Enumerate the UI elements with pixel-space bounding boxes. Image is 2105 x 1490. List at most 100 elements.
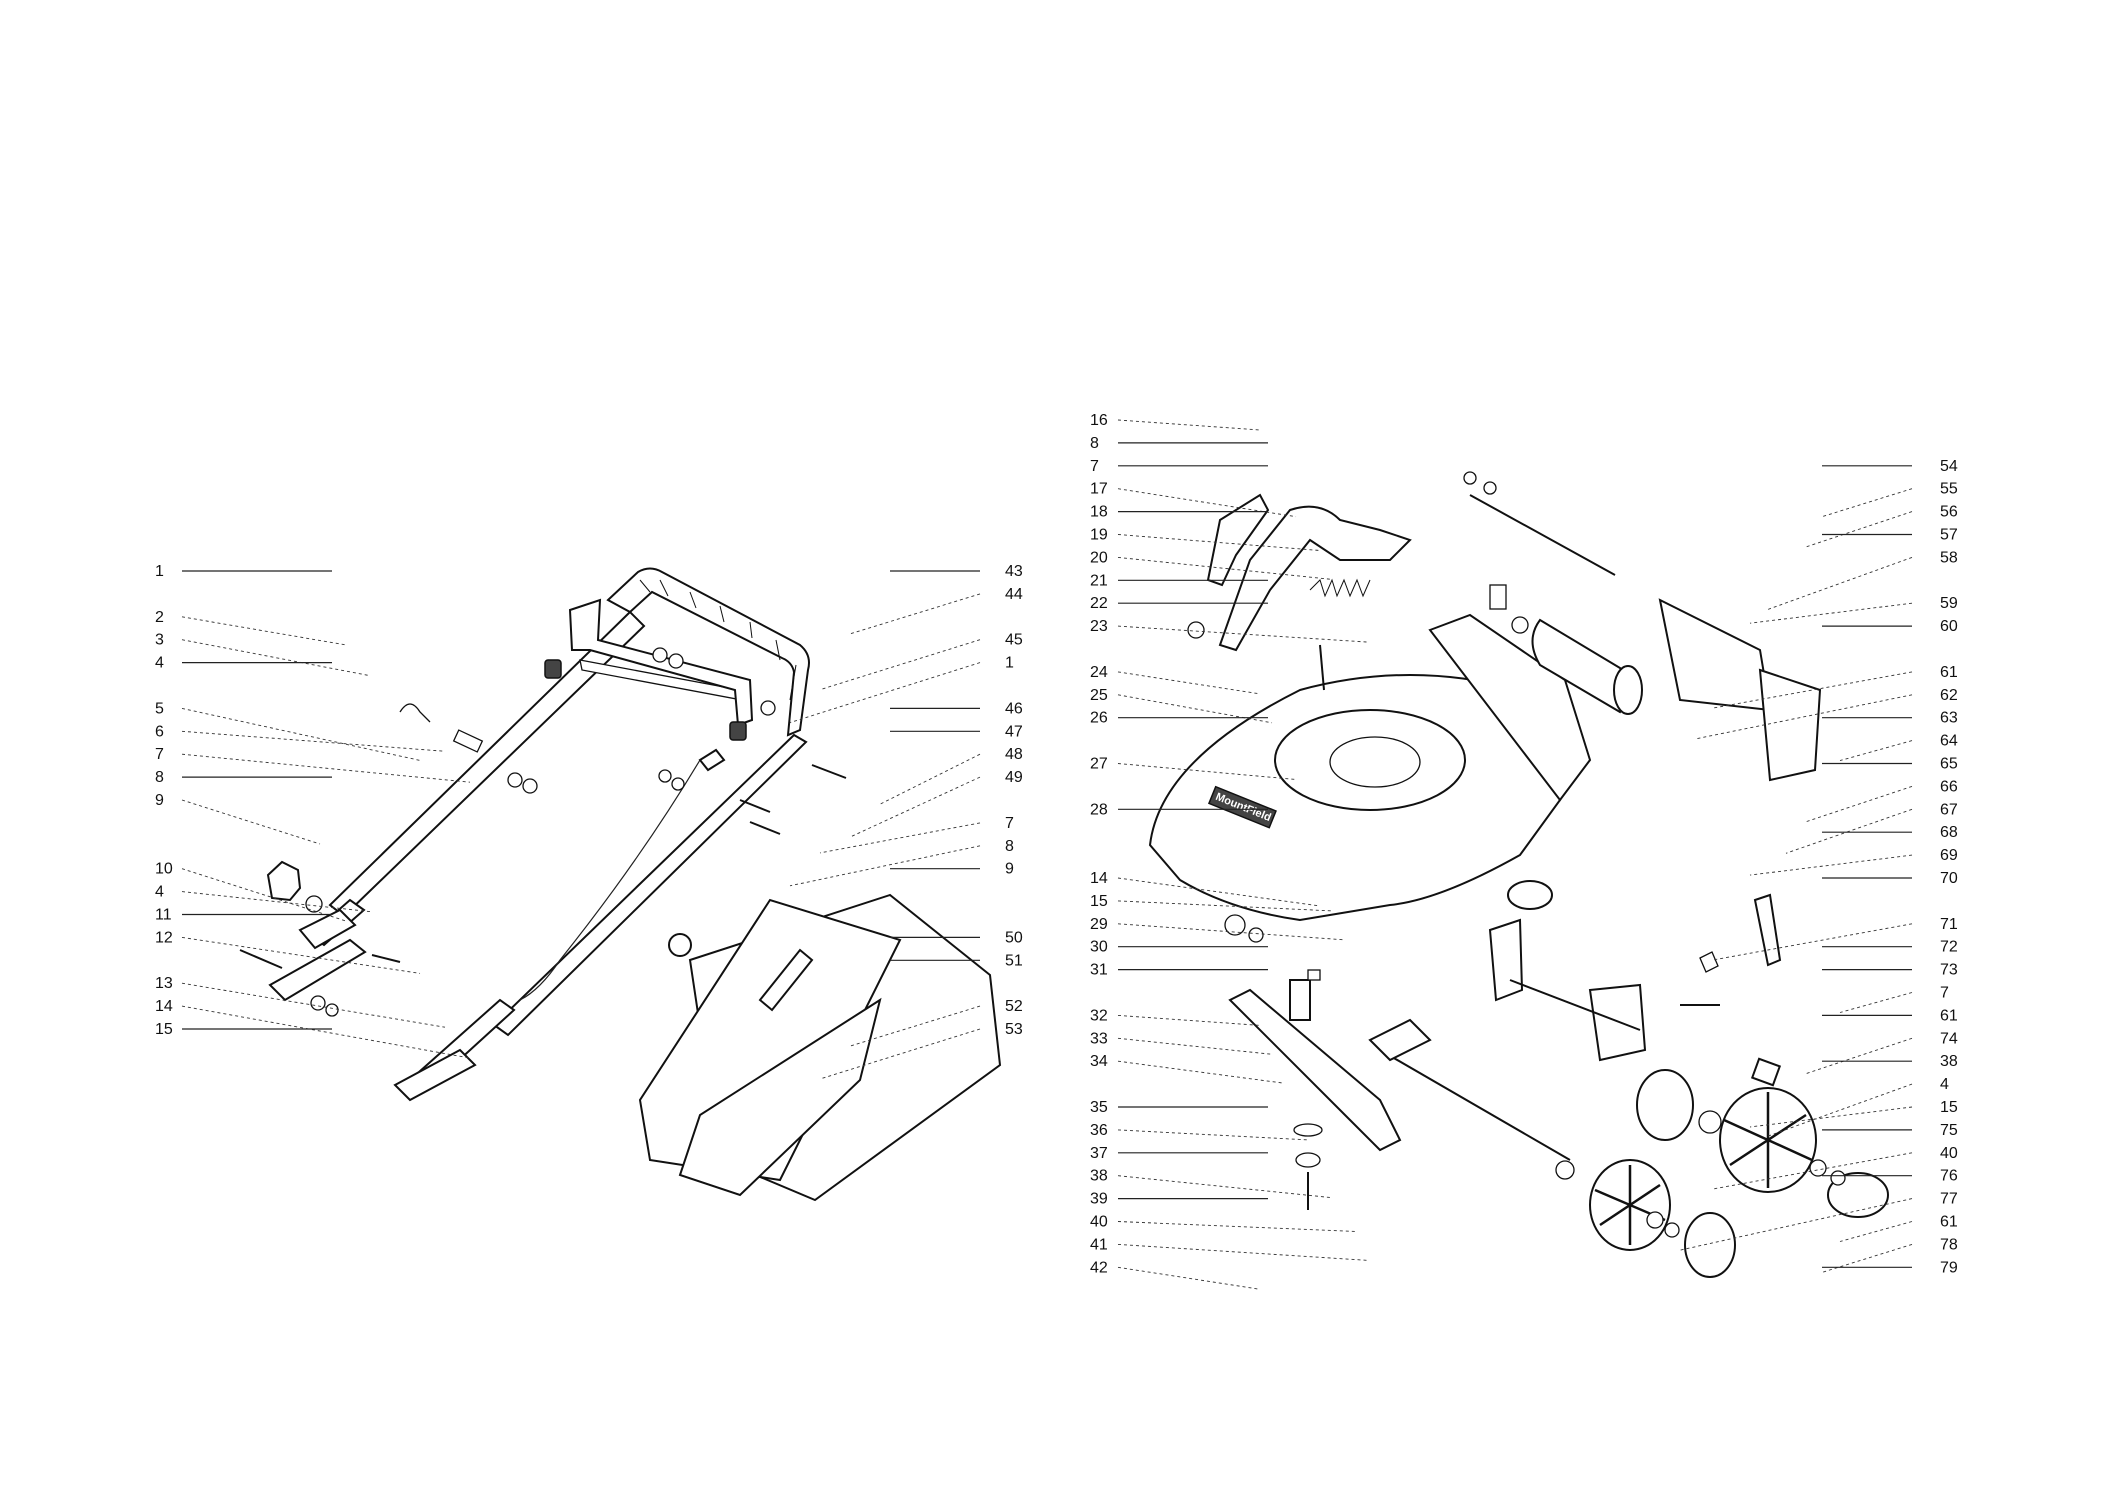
front-hub-nut-1: [1555, 1160, 1575, 1180]
height-lever: [1218, 505, 1412, 652]
left-label-15: 15: [155, 1021, 173, 1038]
right-leader-64: [1839, 740, 1913, 762]
left-label-6: 6: [155, 723, 164, 740]
rear-flap-plate: [1758, 668, 1822, 782]
right-label-15: 15: [1090, 893, 1108, 910]
right-label-68: 68: [1940, 824, 1958, 841]
right-leader-38: [1117, 1175, 1333, 1199]
lower-handle-pivot-left: [268, 938, 367, 1002]
front-hub-nut-2: [1646, 1211, 1664, 1229]
upper-handle-right-tube: [492, 733, 808, 1037]
handle-grip: [606, 567, 810, 737]
right-leader-17: [1117, 488, 1297, 518]
right-label-37: 37: [1090, 1145, 1108, 1162]
right-leader-19: [1117, 534, 1321, 551]
right-label-65: 65: [1940, 756, 1958, 773]
left-label-49: 49: [1005, 769, 1023, 786]
right-leader-4: [1767, 1083, 1913, 1137]
left-label-45: 45: [1005, 632, 1023, 649]
right-label-72: 72: [1940, 939, 1958, 956]
left-label-4: 4: [155, 655, 164, 672]
height-adjust-bracket: [1488, 918, 1524, 1002]
left-leader-44: [849, 593, 981, 635]
left-label-7: 7: [155, 746, 164, 763]
right-label-15: 15: [1940, 1099, 1958, 1116]
right-leader-7: [1839, 992, 1913, 1013]
right-leader-74: [1803, 1037, 1913, 1075]
right-label-61: 61: [1940, 1007, 1958, 1024]
right-leader-71: [1713, 923, 1913, 961]
deck-nut-1: [1187, 621, 1205, 639]
right-label-55: 55: [1940, 481, 1958, 498]
left-label-4: 4: [155, 884, 164, 901]
front-hubcap: [1684, 1212, 1736, 1278]
right-label-41: 41: [1090, 1236, 1108, 1253]
left-leader-10: [181, 868, 346, 922]
left-label-8: 8: [1005, 838, 1014, 855]
roller-end: [1613, 665, 1643, 715]
left-leader-12: [181, 936, 421, 974]
right-leader-58: [1767, 556, 1913, 610]
right-label-21: 21: [1090, 572, 1108, 589]
rear-flap: [1658, 598, 1772, 712]
right-label-26: 26: [1090, 710, 1108, 727]
left-label-51: 51: [1005, 952, 1023, 969]
left-leader-7: [819, 822, 981, 854]
right-leader-69: [1749, 854, 1913, 876]
front-hub-nut-3: [1664, 1222, 1680, 1238]
right-label-54: 54: [1940, 458, 1958, 475]
right-leader-16: [1117, 419, 1261, 431]
right-label-64: 64: [1940, 733, 1958, 750]
left-label-11: 11: [155, 907, 172, 924]
right-label-33: 33: [1090, 1030, 1108, 1047]
left-label-10: 10: [155, 861, 173, 878]
right-label-77: 77: [1940, 1191, 1958, 1208]
left-leader-14: [181, 1005, 471, 1059]
cable-tie: [399, 703, 431, 723]
right-label-61: 61: [1940, 1214, 1958, 1231]
front-axle: [1379, 1049, 1571, 1161]
left-leader-4: [181, 891, 371, 913]
right-callout-labels: 1687171819202122232425262728141529303132…: [1090, 412, 1958, 1276]
top-nut-2: [1483, 481, 1497, 495]
left-leader-5: [181, 707, 421, 761]
left-label-8: 8: [155, 769, 164, 786]
rear-wheel-spokes: [1723, 1092, 1813, 1188]
left-label-13: 13: [155, 975, 173, 992]
left-leader-7: [181, 753, 471, 783]
right-label-35: 35: [1090, 1099, 1108, 1116]
left-label-44: 44: [1005, 586, 1023, 603]
right-label-76: 76: [1940, 1168, 1958, 1185]
left-label-53: 53: [1005, 1021, 1023, 1038]
cable-lever: [698, 748, 726, 772]
right-label-66: 66: [1940, 778, 1958, 795]
lever-clip-left: [544, 659, 562, 679]
handle-bolt-3: [739, 799, 771, 813]
height-adjust-plate: [1588, 983, 1647, 1062]
blade-spacer: [1289, 979, 1311, 1021]
washer-left-1: [310, 995, 326, 1011]
right-label-29: 29: [1090, 916, 1108, 933]
left-leader-45: [819, 639, 981, 691]
nut-top-1: [652, 647, 668, 663]
left-leader-1: [789, 662, 981, 724]
left-label-47: 47: [1005, 723, 1023, 740]
right-label-40: 40: [1090, 1214, 1108, 1231]
right-label-38: 38: [1940, 1053, 1958, 1070]
right-label-59: 59: [1940, 595, 1958, 612]
nut-50: [668, 933, 692, 957]
left-leader-13: [181, 982, 446, 1028]
right-label-22: 22: [1090, 595, 1108, 612]
left-label-9: 9: [1005, 861, 1014, 878]
deck-bolt: [1319, 644, 1325, 691]
right-label-60: 60: [1940, 618, 1958, 635]
left-label-3: 3: [155, 632, 164, 649]
right-label-25: 25: [1090, 687, 1108, 704]
right-label-32: 32: [1090, 1007, 1108, 1024]
left-label-2: 2: [155, 609, 164, 626]
rear-hub-nut-2: [1809, 1159, 1827, 1177]
right-label-8: 8: [1090, 435, 1099, 452]
right-label-73: 73: [1940, 962, 1958, 979]
right-label-63: 63: [1940, 710, 1958, 727]
